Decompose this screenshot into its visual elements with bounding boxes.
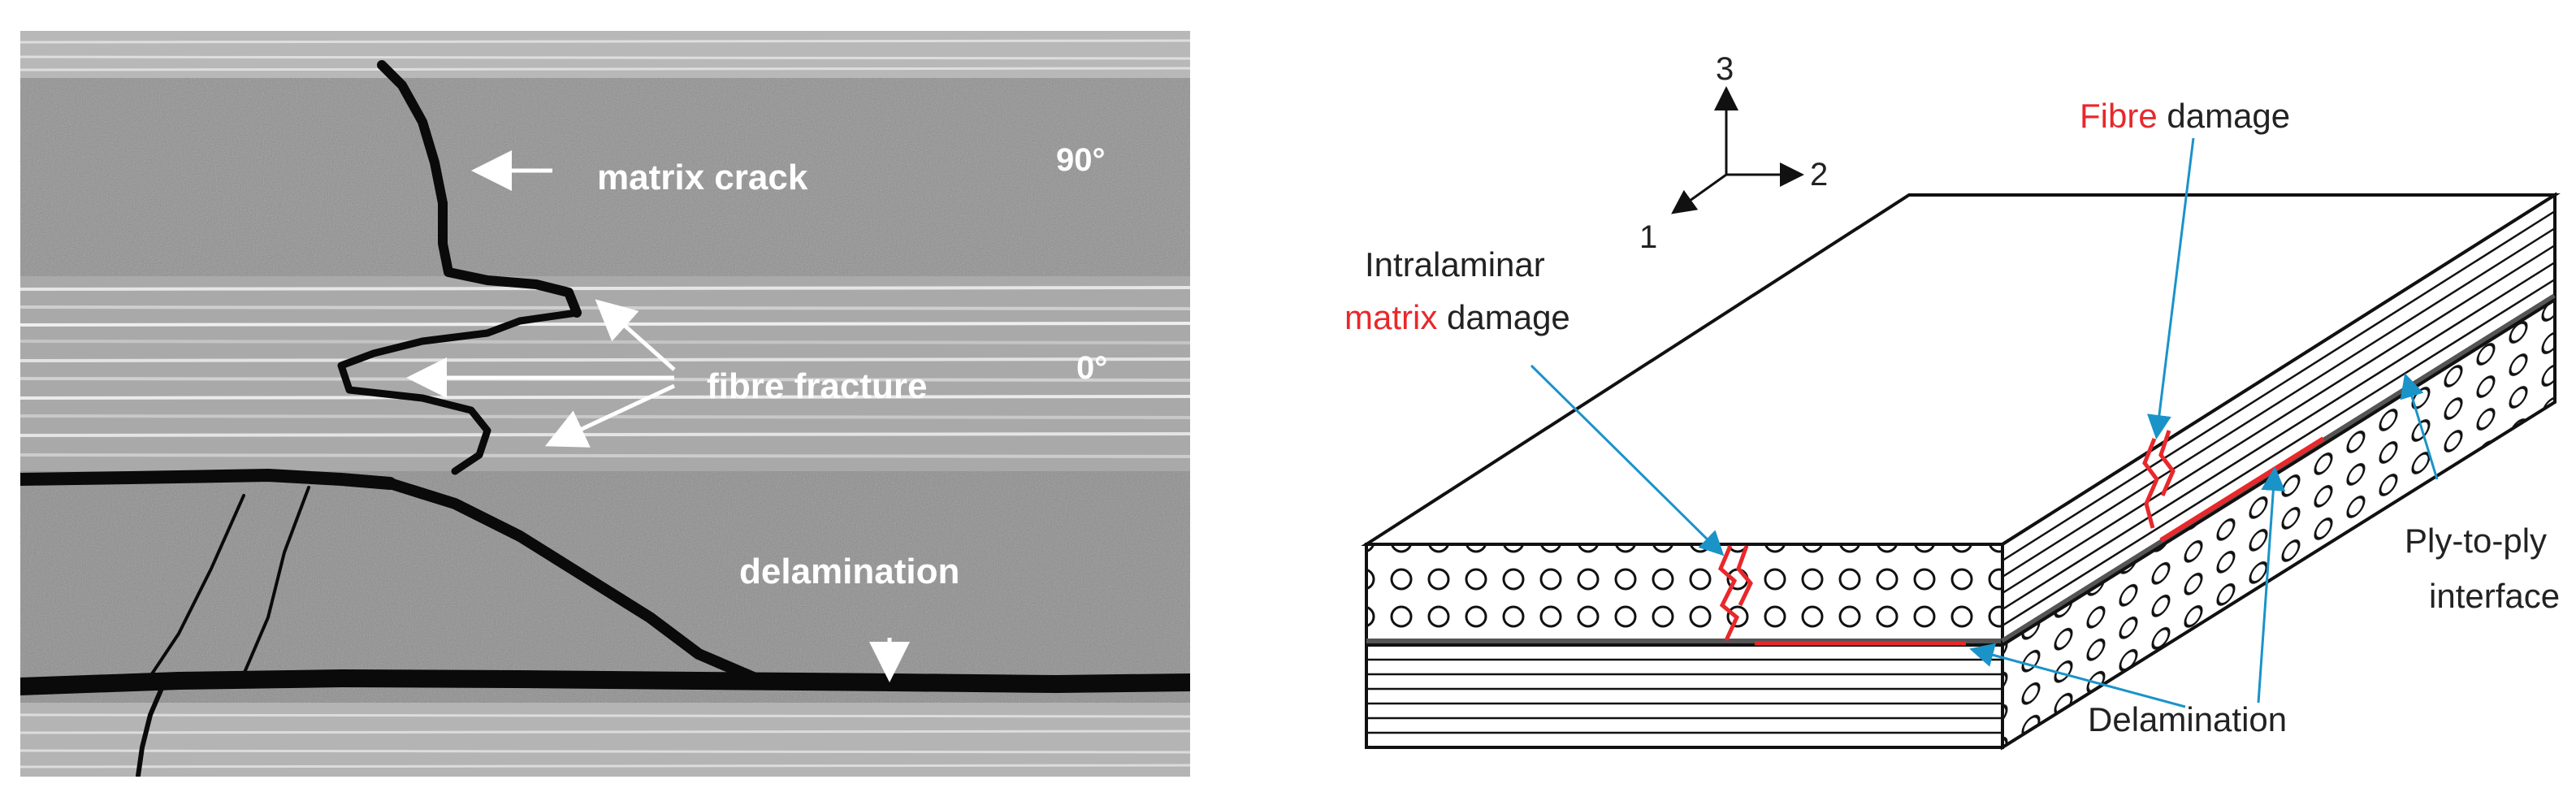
fibre-highlight: Fibre — [2080, 97, 2158, 135]
delamination-schematic-label: Delamination — [2088, 700, 2287, 738]
ply-0-band — [20, 276, 1190, 471]
ply-interface-label-line1: Ply-to-ply — [2405, 522, 2547, 560]
delamination-bottom — [20, 669, 1190, 695]
ply-interface-leader — [2400, 373, 2439, 480]
fibre-damage-leader — [2147, 137, 2195, 439]
fibre-damage-label: Fibre damage — [2080, 97, 2290, 135]
micrograph-panel: matrix crack 90° fibre fracture 0° delam… — [20, 31, 1190, 777]
matrix-damage-leader — [1530, 364, 1725, 556]
front-face-90-ply — [1365, 543, 2004, 643]
axis-3-label: 3 — [1716, 51, 1734, 87]
intralaminar-label: Intralaminar — [1365, 245, 1545, 284]
delamination-left — [20, 469, 396, 490]
fibre-streaks-bottom — [20, 713, 1190, 769]
front-face-0-ply-lines — [1366, 658, 2002, 734]
ply-90-label: 90° — [1056, 142, 1106, 178]
delamination-mark-side — [2159, 436, 2325, 543]
ply-0-label: 0° — [1076, 350, 1107, 386]
axis-triad — [1671, 86, 1804, 214]
micrograph-arrows — [406, 150, 910, 682]
axis-1-arrow — [1671, 173, 1727, 214]
axis-1-label: 1 — [1639, 219, 1657, 255]
fibre-streaks-top — [20, 39, 1190, 71]
branch-crack-2 — [145, 494, 245, 684]
front-face-0-ply — [1365, 643, 2004, 749]
leader-lines — [1530, 137, 2439, 708]
fibre-fracture-label: fibre fracture — [707, 366, 927, 406]
fibre-damage-mark-2 — [2158, 430, 2176, 496]
side-face-upper-lines — [2002, 210, 2556, 627]
axis-2-label: 2 — [1810, 157, 1828, 193]
delamination-leader-1 — [1969, 643, 2186, 708]
diagonal-crack-path — [384, 478, 761, 684]
matrix-damage-mark — [1717, 545, 1740, 642]
delamination-label: delamination — [739, 552, 959, 591]
matrix-crack-label: matrix crack — [597, 158, 808, 197]
ply-interface-label-line2: interface — [2429, 577, 2560, 615]
matrix-crack-path — [377, 60, 582, 318]
fibre-damage-rest: damage — [2158, 97, 2290, 135]
branch-crack-1 — [242, 486, 310, 676]
matrix-damage-label: matrix damage — [1344, 298, 1570, 336]
crack-paths — [20, 60, 1190, 777]
matrix-damage-rest: damage — [1437, 298, 1569, 336]
matrix-highlight: matrix — [1344, 298, 1437, 336]
ply-band-top — [20, 31, 1190, 78]
delamination-leader-2 — [2257, 466, 2286, 704]
fibre-damage-mark — [2142, 438, 2159, 529]
ply-90-upper-grain — [20, 78, 1190, 276]
schematic-panel: 3 2 1 — [1344, 51, 2561, 751]
damage-marks — [1717, 430, 2325, 646]
fibre-fracture-path — [337, 309, 581, 475]
branch-crack-3 — [136, 684, 165, 777]
matrix-damage-mark-2 — [1736, 545, 1753, 607]
